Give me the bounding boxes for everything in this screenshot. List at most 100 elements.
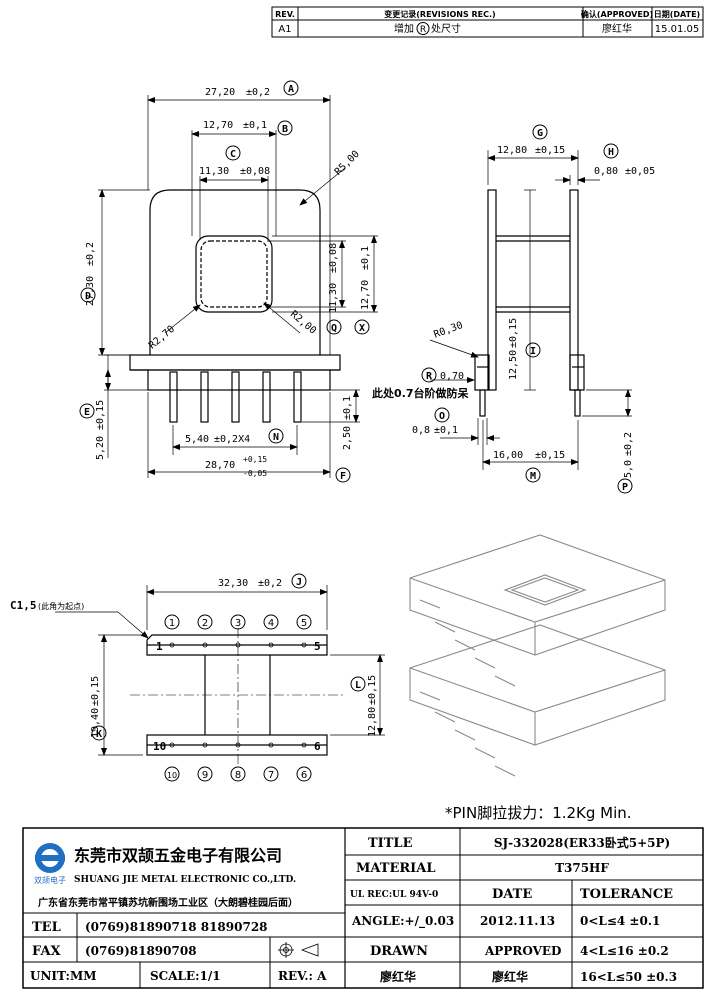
mark-N-circle [268,428,284,444]
pin-hole [169,742,175,748]
revision-desc-pre: 增加 [394,22,414,35]
revision-mark-circle [416,22,430,35]
pin-hole [268,742,274,748]
projection-symbol [278,942,319,958]
pin-num-9: 9 [202,770,208,781]
dim-R030: R0,30 [432,320,464,341]
dim-F-tol-down: -0,05 [243,469,267,478]
side-base-right [569,354,585,391]
material-value: T375HF [555,861,609,875]
mark-F-circle [335,467,351,483]
pin-hole [268,642,274,648]
side-flange-right [569,189,579,391]
mark-E-circle [79,403,95,419]
mark-P-circle [617,478,633,494]
dim-I-value: 12,50 [508,350,519,380]
drawn-label: DRAWN [370,944,428,959]
front-dimension-texts: 27,20 ±0,2 A 12,70 ±0,1 B C 11,30 ±0,08 … [79,80,371,483]
mark-O: O [439,411,445,422]
dim-X-value: 12,70 [360,280,371,310]
material-label: MATERIAL [356,861,435,876]
logo-text: 双颉电子 [34,875,66,885]
dim-Fdim-value: 2,50 [342,426,353,450]
pin-num-6: 6 [301,770,307,781]
front-pin [200,371,209,423]
bottom-dimension-texts: 32,30 ±0,2 J C1,5 (此角为起点) 19,40 ±0,15 K … [10,573,378,753]
pin-num-7: 7 [268,770,274,781]
dim-C-value: 11,30 [199,166,229,177]
dim-R200: R2,00 [288,309,318,337]
mark-B-circle [277,120,293,136]
date-label: DATE [492,887,532,902]
mark-D: D [85,291,91,302]
mark-F: F [340,471,346,482]
front-pin [293,371,302,423]
mark-H: H [608,147,614,158]
dim-Fdim-tol: ±0,1 [342,396,353,420]
scale-value: SCALE:1/1 [150,969,221,983]
title-label: TITLE [368,836,413,851]
company-name-cn: 东莞市双颉五金电子有限公司 [74,846,282,865]
dim-K-value: 19,40 [90,708,101,738]
mark-J: J [296,577,302,588]
dim-I-tol: ±0,15 [508,318,519,348]
pin-number-circles: 1 2 3 4 5 10 9 8 7 6 [164,614,312,782]
pin-num-8: 8 [235,770,241,781]
front-pin [169,371,178,423]
pin-label-6: 6 [314,740,321,753]
bottom-pin-holes [169,642,307,748]
mark-A-circle [283,80,299,96]
dim-J-tol: ±0,2 [258,578,282,589]
side-pin-left [479,389,486,417]
dim-H-tol: ±0,05 [625,166,655,177]
mark-A: A [288,84,294,95]
dim-E-value: 5,20 [95,436,106,460]
pin-num-4: 4 [268,618,274,629]
dim-N-value: 5,40 [185,434,209,445]
title-value: SJ-332028(ER33卧式5+5P) [494,835,670,850]
iso-lower-flange [409,624,666,746]
unit-value: UNIT:MM [30,969,97,983]
front-window-outer [195,235,273,313]
angle-value: ANGLE:+/_0.03 [351,914,454,929]
side-pin-right [574,389,581,417]
rev-block-value: REV.: A [278,969,327,983]
company-logo: 双颉电子 [34,843,66,885]
tol-row1: 0<L≤4 ±0.1 [580,914,660,928]
revision-desc-post: 处尺寸 [431,22,461,35]
pin-num-10: 10 [167,771,177,780]
mark-Q-circle [326,319,342,335]
side-view [474,189,585,417]
front-dimension-lines [98,95,378,478]
approved-value: 廖红华 [492,969,528,984]
rev-header: REV. [275,10,295,19]
company-name-en: SHUANG JIE METAL ELECTRONIC CO.,LTD. [74,875,296,885]
iso-window [503,574,587,606]
dim-P-value: 5,0 [623,460,634,478]
tel-label: TEL [32,920,61,935]
mark-I: I [530,346,536,357]
tol-row2: 4<L≤16 ±0.2 [580,944,669,958]
pin-num-2: 2 [202,618,208,629]
mark-N: N [273,432,279,443]
side-note-line1: 此处0.7台阶做防呆 [372,386,469,400]
bottom-dimension-lines [55,585,385,756]
mark-G-circle [532,124,548,140]
dim-R-value: 0,70 [440,371,464,382]
mark-X-circle [354,319,370,335]
mark-E: E [84,407,90,418]
fax-value: (0769)81890708 [85,944,197,958]
iso-upper-flange [409,534,666,656]
company-address: 广东省东莞市常平镇苏坑新围场工业区（大朗碧桂园后面） [38,896,298,909]
revision-desc-mark: R [420,25,426,35]
side-base-left [474,354,490,391]
mark-M: M [530,471,536,482]
mark-G: G [537,128,543,139]
mark-J-circle [291,573,307,589]
dim-C15-note: (此角为起点) [38,601,84,611]
dim-B-tol: ±0,1 [243,120,267,131]
revisions-header: 变更记录(REVISIONS REC.) [384,9,495,19]
pin-hole [301,742,307,748]
mark-I-circle [525,342,541,358]
